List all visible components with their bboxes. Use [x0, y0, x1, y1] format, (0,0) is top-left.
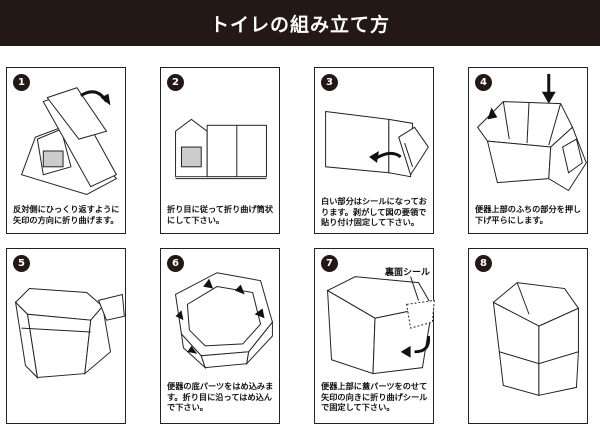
step-1-caption: 反対側にひっくり返すように矢印の方向に折り曲げます。 [13, 204, 120, 225]
step-4-number: 4 [475, 74, 492, 91]
step-7-number: 7 [321, 255, 338, 272]
step-6-panel: 6 便器の底パーツをはめ込みます。折り目に沿ってはめ込んで下さい。 [160, 248, 280, 424]
step-8-panel: 8 [468, 248, 588, 424]
step-7-panel: 7 裏面シール 便器上部に蓋パーツをのせて矢印の向きに折り曲げシールで固定して下… [314, 248, 435, 424]
step-3-illustration [325, 110, 429, 178]
step-2-number: 2 [167, 74, 184, 91]
step-6-number: 6 [167, 255, 184, 272]
page-title: トイレの組み立て方 [209, 13, 390, 36]
step-4-panel: 4 便器上部のふちの部分を押し下げ平らにします。 [468, 67, 588, 234]
header-bar: トイレの組み立て方 [0, 0, 600, 46]
step-4-caption: 便器上部のふちの部分を押し下げ平らにします。 [475, 204, 582, 225]
step-4-illustration [476, 73, 587, 192]
step-2-illustration [175, 118, 267, 180]
step-7-sticker-label: 裏面シール [385, 268, 431, 278]
step-1-number: 1 [13, 74, 30, 91]
step-7-caption: 便器上部に蓋パーツをのせて矢印の向きに折り曲げシールで固定して下さい。 [321, 381, 428, 412]
step-5-panel: 5 [6, 248, 126, 424]
step-5-illustration [14, 288, 125, 379]
step-2-caption: 折り目に従って折り曲げ筒状にして下さい。 [167, 204, 274, 225]
step-2-panel: 2 折り目に従って折り曲げ筒状にして下さい。 [160, 67, 280, 234]
step-6-caption: 便器の底パーツをはめ込みます。折り目に沿ってはめ込んで下さい。 [167, 381, 274, 412]
step-7-illustration [326, 276, 435, 375]
step-5-number: 5 [13, 255, 30, 272]
step-1-illustration [20, 87, 118, 195]
step-3-number: 3 [321, 74, 338, 91]
step-3-panel: 3 白い部分はシールになっております。剥がして図の要領で貼り付け固定して下さい。 [314, 67, 434, 234]
step-6-illustration [174, 272, 273, 370]
step-3-caption: 白い部分はシールになっております。剥がして図の要領で貼り付け固定して下さい。 [321, 196, 427, 227]
step-1-panel: 1 反対側にひっくり返すように矢印の方向に折り曲げます。 [6, 67, 126, 234]
step-8-illustration [492, 282, 580, 396]
step-8-number: 8 [475, 255, 492, 272]
